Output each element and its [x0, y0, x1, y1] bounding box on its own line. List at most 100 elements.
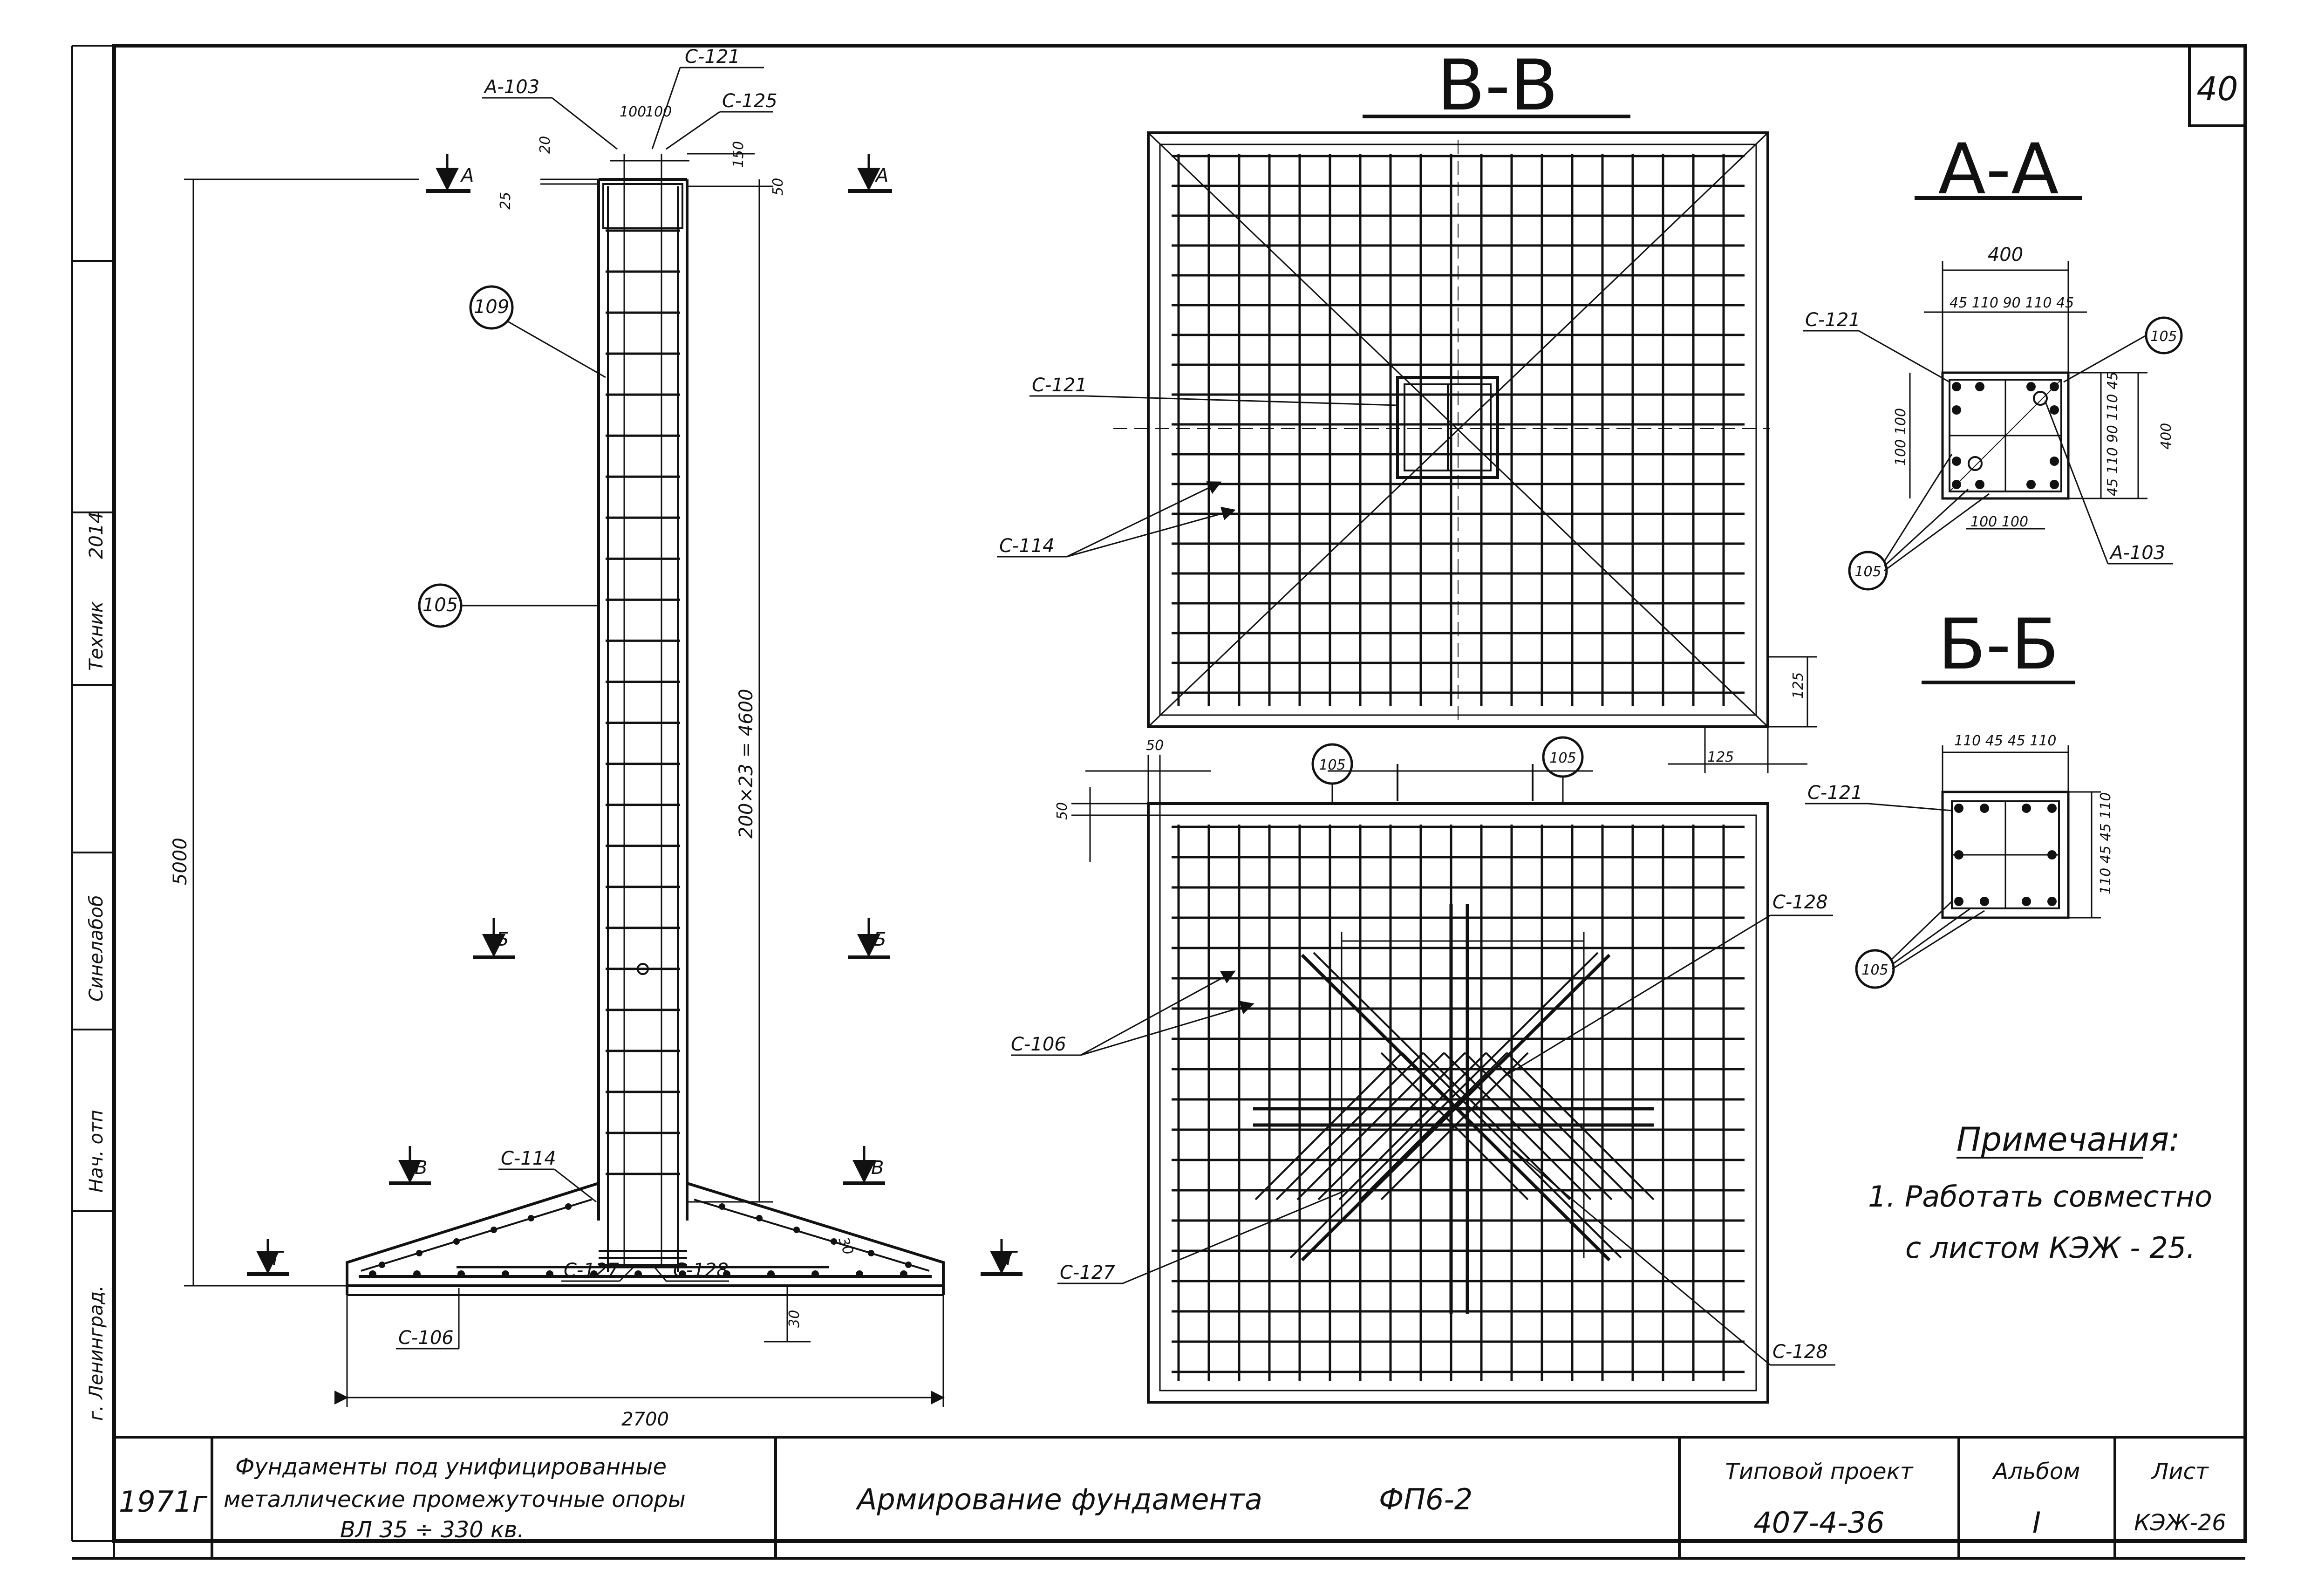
stamp-head: Нач. отп	[86, 1110, 107, 1193]
g-center-diag-bar	[1401, 1052, 1550, 1200]
tb-project-no: 407-4-36	[1753, 1506, 1884, 1540]
g-center-diag-bar	[1443, 1052, 1592, 1200]
aa-label-a103: А-103	[2109, 542, 2165, 564]
g-center-diag-bar	[1296, 1052, 1445, 1200]
elevation-view	[184, 67, 1023, 1407]
g-label-c128-top: С-128	[1772, 892, 1828, 913]
notes-heading: Примечания:	[1957, 1120, 2180, 1159]
tb-desc-3: ВЛ 35 ÷ 330 кв.	[340, 1517, 525, 1543]
footing-bar-dot	[679, 1270, 686, 1278]
tb-sheet-no: КЭЖ-26	[2134, 1510, 2226, 1536]
bb-bar-dot	[2022, 804, 2031, 813]
vv-dim-125-h: 125	[1707, 749, 1734, 765]
bb-bar-dot	[1954, 804, 1963, 813]
elevation-labels: А-103 С-121 С-125 100 100 20 25 150 50 А…	[170, 46, 1018, 1430]
sec-b-left: Б	[496, 929, 509, 950]
bb-bar-dot	[1954, 850, 1963, 859]
notes-line-1: 1. Работать совместно	[1868, 1180, 2212, 1214]
aa-bar-dot	[1952, 405, 1961, 415]
dim-150: 150	[730, 141, 747, 168]
section-bb-view	[1805, 745, 2101, 989]
aa-bar-dot	[1952, 480, 1961, 489]
aa-bar-dot	[1975, 480, 1984, 489]
stamp-name: Синелабоб	[86, 895, 107, 1002]
g-center-diag-bar	[1275, 1052, 1424, 1200]
g-center-diag-bar	[1485, 1052, 1634, 1200]
section-aa-view	[1803, 261, 2183, 591]
g-center-diag-bar	[1422, 1052, 1571, 1200]
plan-vv-labels: С-121 С-114 125 125	[999, 375, 1807, 765]
sec-v-right: В	[871, 1157, 884, 1179]
aa-bar-dot	[2050, 405, 2059, 415]
g-center-diag-bar	[1317, 1052, 1466, 1200]
footing-slope-dot	[756, 1215, 763, 1221]
g-center-diag-bar	[1359, 1052, 1508, 1200]
vv-dim-125-v: 125	[1790, 672, 1807, 699]
tb-desc-2: металлические промежуточные опоры	[224, 1487, 686, 1513]
sec-v-left: В	[415, 1157, 427, 1179]
section-bb-labels: 110 45 45 110 С-121 110 45 45 110 105	[1807, 733, 2114, 978]
label-c125: С-125	[722, 90, 777, 112]
label-c121: С-121	[685, 46, 740, 68]
bb-dims-top: 110 45 45 110	[1954, 733, 2056, 749]
aa-dims-top: 45 110 90 110 45	[1950, 295, 2074, 311]
tb-drawing-title: Армирование фундамента	[855, 1482, 1262, 1516]
bb-bar-dot	[1980, 804, 1989, 813]
vv-label-c114: С-114	[999, 535, 1055, 557]
footing-bar-dot	[811, 1270, 819, 1278]
stamp-city: г. Ленинград.	[86, 1285, 107, 1421]
footing-bar-dot	[502, 1270, 509, 1278]
g-mark-105-b: 105	[1549, 750, 1576, 766]
tb-desc-1: Фундаменты под унифицированные	[235, 1454, 667, 1480]
aa-dims-left: 100 100	[1893, 408, 1909, 466]
g-dim-50-v: 50	[1054, 802, 1070, 820]
g-center-diag-bar	[1254, 1052, 1403, 1200]
bb-bar-dot	[2047, 804, 2057, 813]
plan-vv-view	[997, 131, 1817, 773]
footing-bar-dot	[634, 1270, 642, 1278]
aa-dims-bottom: 100 100	[1970, 514, 2028, 530]
stamp-tech: Техник	[86, 601, 107, 671]
mark-105: 105	[423, 594, 458, 616]
plan-g-labels: 50 50 105 105 С-128 С-128 С-106 С-127	[1011, 737, 1828, 1363]
bb-bar-dot	[2047, 897, 2057, 906]
tb-drawing-code: ФП6-2	[1379, 1482, 1472, 1516]
label-c127: С-127	[564, 1260, 619, 1281]
label-c114: С-114	[501, 1148, 556, 1169]
aa-dim-400-v: 400	[2158, 423, 2175, 450]
title-block	[114, 1436, 2245, 1558]
bb-mark-105: 105	[1861, 962, 1888, 978]
dim-100-a: 100	[620, 104, 646, 120]
aa-dims-right: 45 110 90 110 45	[2105, 372, 2121, 496]
footing-slope-dot	[831, 1238, 837, 1245]
g-center-diag-bar	[1338, 1052, 1487, 1200]
bb-dims-right: 110 45 45 110	[2098, 792, 2114, 894]
footing-slope-dot	[905, 1262, 912, 1268]
dim-50: 50	[770, 178, 786, 196]
g-mark-105-a: 105	[1319, 757, 1345, 773]
g-label-c106: С-106	[1011, 1034, 1066, 1055]
tb-year: 1971г	[119, 1485, 208, 1519]
corner-sheet-number: 40	[2196, 70, 2238, 108]
footing-slope-dot	[565, 1203, 572, 1210]
dim-20: 20	[537, 136, 553, 154]
tb-album-no: I	[2032, 1506, 2041, 1540]
dim-100-b: 100	[645, 104, 672, 120]
mark-109: 109	[474, 296, 509, 318]
footing-bar-dot	[900, 1270, 907, 1278]
stamp-sig: 2014	[86, 512, 107, 559]
footing-slope-dot	[793, 1227, 800, 1233]
footing-bar-dot	[369, 1270, 376, 1278]
footing-slope-dot	[528, 1215, 534, 1221]
footing-slope-dot	[719, 1203, 725, 1210]
aa-bar-dot	[2050, 457, 2059, 466]
bb-bar-dot	[1954, 897, 1963, 906]
g-center-diag-bar	[1380, 1052, 1529, 1200]
footing-bar-dot	[723, 1270, 730, 1278]
footing-bar-dot	[457, 1270, 465, 1278]
label-c128: С-128	[673, 1260, 729, 1281]
bb-bar-dot	[2047, 850, 2057, 859]
dim-25: 25	[498, 192, 514, 210]
footing-slope-dot	[491, 1227, 497, 1233]
